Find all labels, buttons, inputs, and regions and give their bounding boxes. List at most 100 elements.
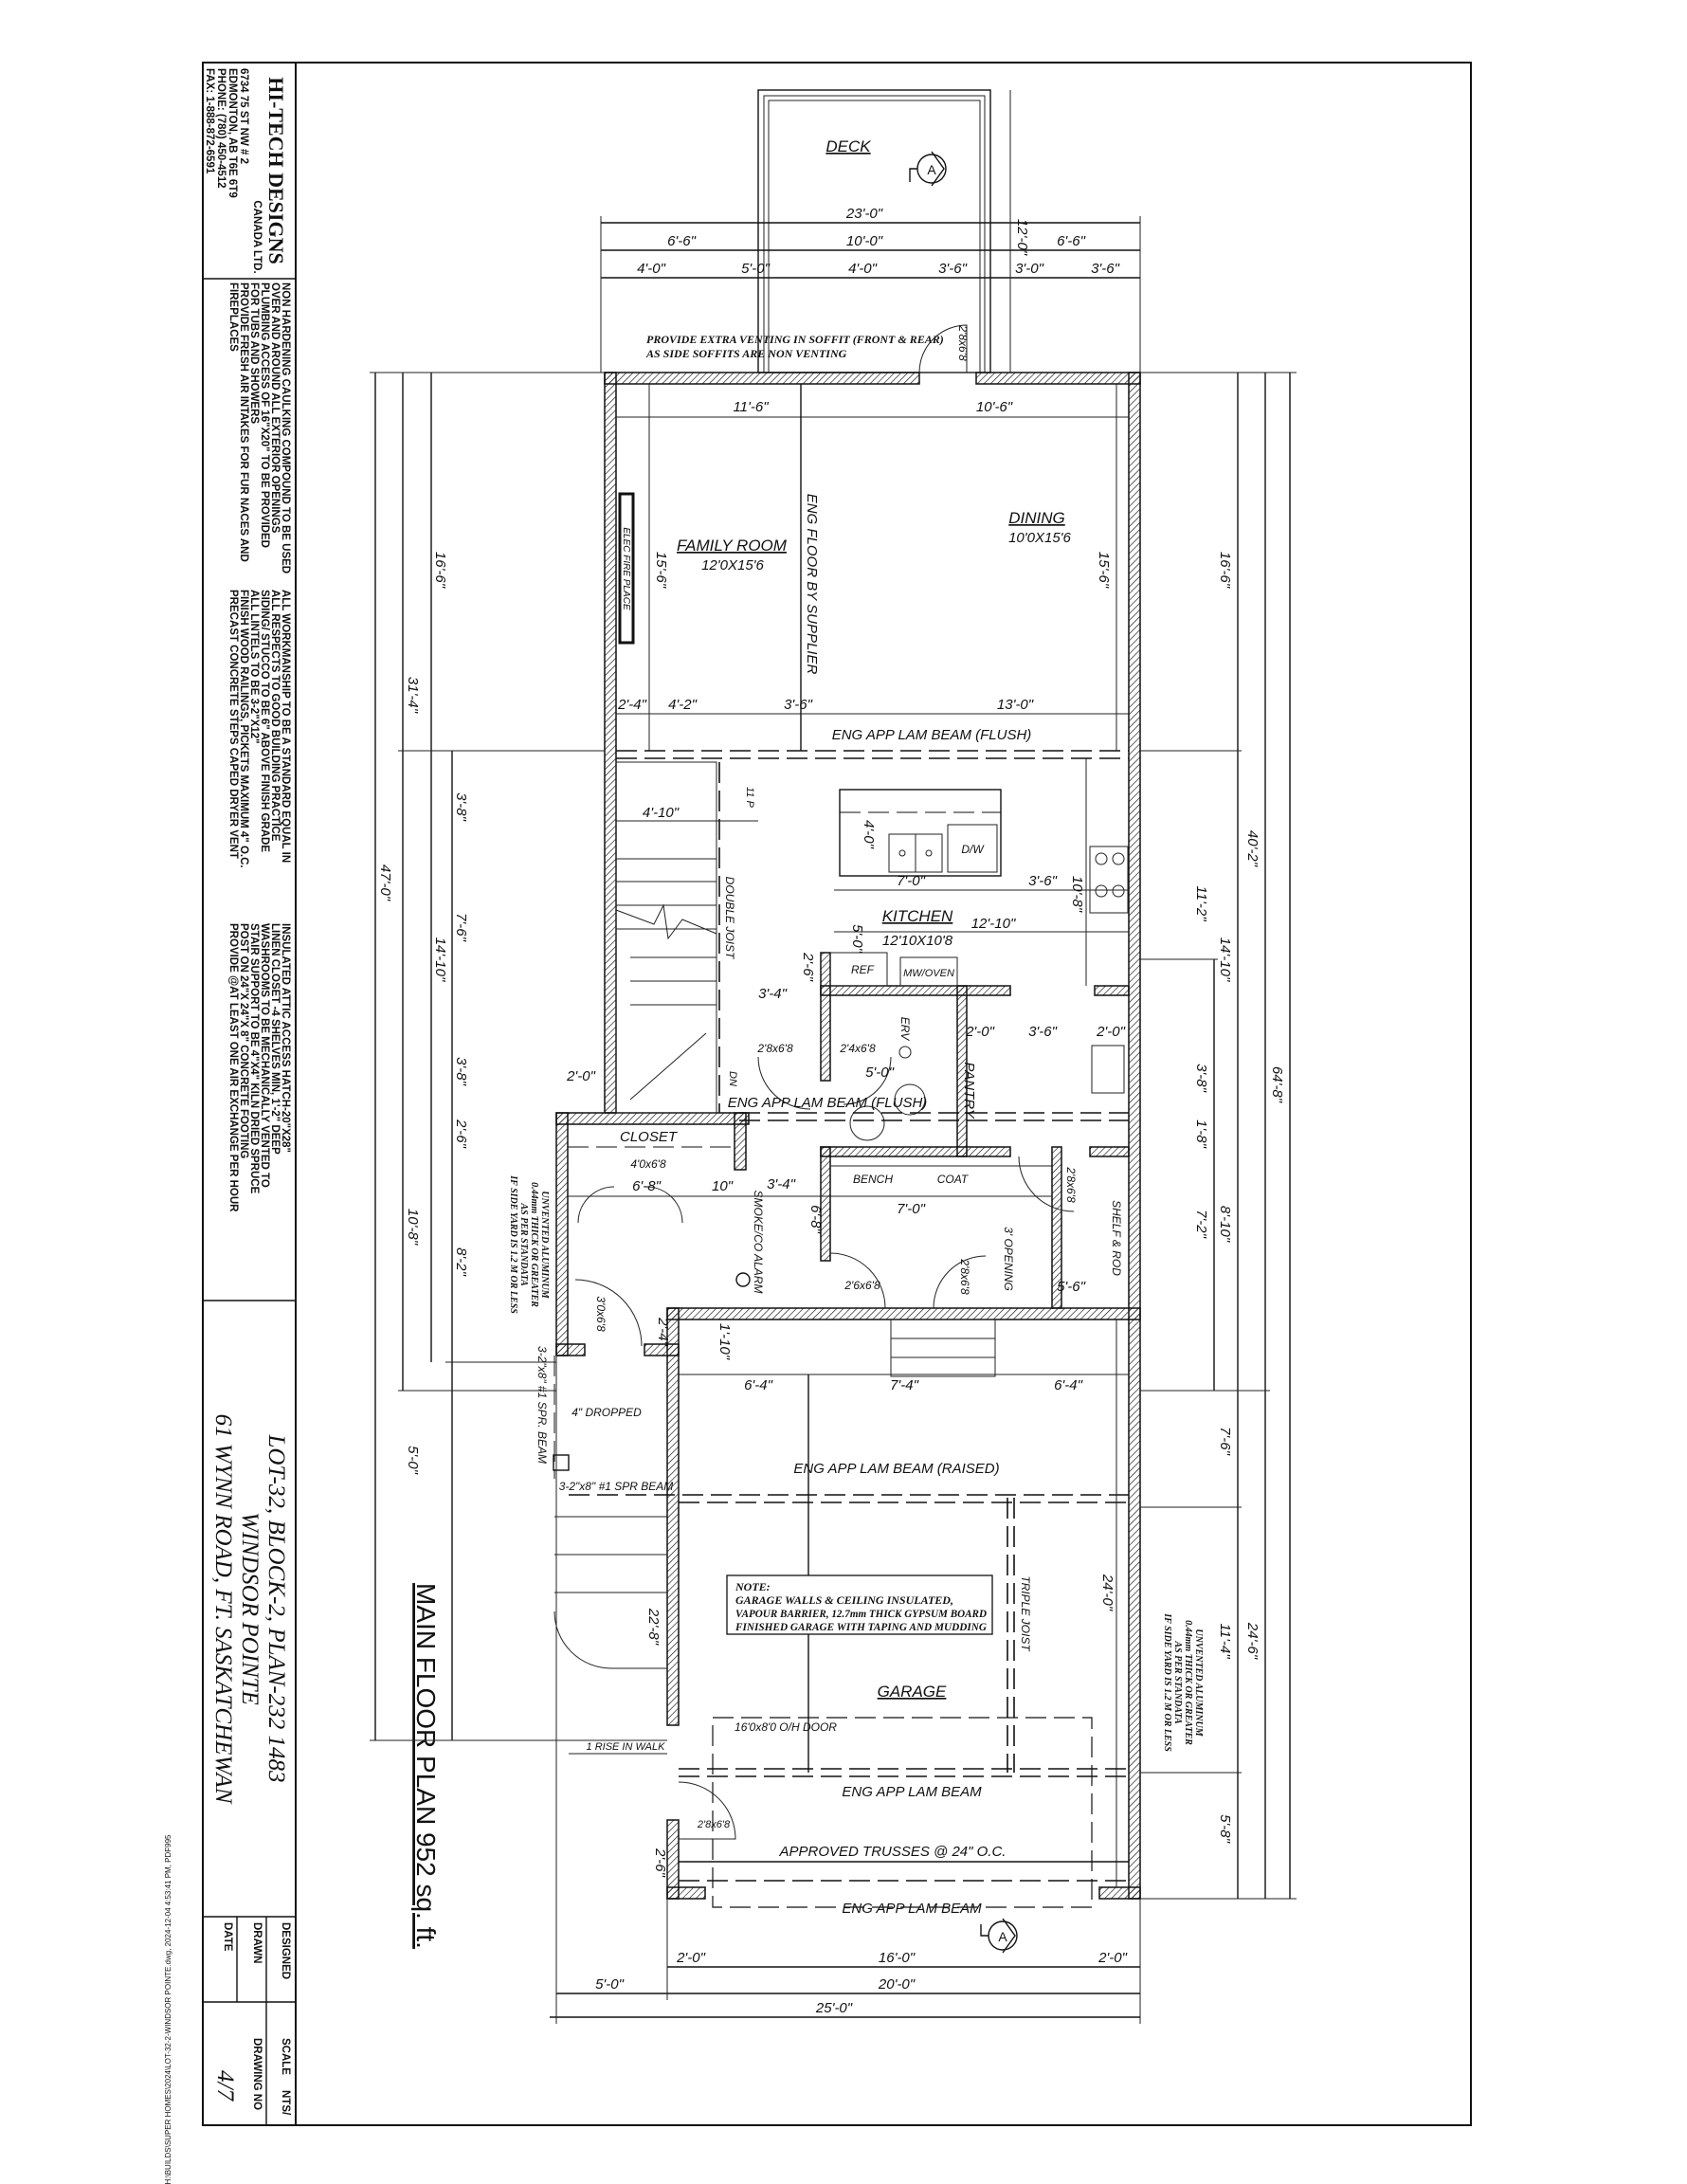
plan-label: 10'-8"	[405, 1209, 421, 1246]
lot-description: LOT-32, BLOCK-2, PLAN-232 1483	[263, 1434, 289, 1783]
room-kitchen: KITCHEN	[882, 907, 953, 925]
plan-label: 7'-6"	[453, 913, 469, 942]
plan-label: 10'-0"	[846, 233, 883, 249]
basin-icon	[849, 1105, 885, 1141]
plan-label: D/W	[961, 843, 985, 856]
plan-label: 4'-10"	[643, 805, 680, 821]
drawing-number: 4/7	[212, 2070, 238, 2102]
plan-label: ERV	[898, 1017, 912, 1041]
plan-label: 6'-4"	[744, 1377, 773, 1393]
plan-label: ENG FLOOR BY SUPPLIER	[804, 494, 820, 675]
toilet-icon	[894, 1083, 926, 1116]
plan-label: COAT	[937, 1173, 970, 1186]
plan-label: 3'-4"	[767, 1176, 796, 1192]
plan-label: AS PER STANDATA	[1172, 1640, 1183, 1724]
plan-label: 12'-10"	[971, 916, 1016, 932]
plan-label: ALL LINTELS TO BE 3-2"X12"	[248, 590, 260, 744]
firm-sub: CANADA LTD.	[251, 200, 263, 273]
plan-label: 10'-6"	[976, 399, 1013, 415]
interior-walls	[734, 952, 1130, 1309]
room-garage: GARAGE	[878, 1683, 947, 1701]
plan-label: ENG APP LAM BEAM (FLUSH)	[728, 1095, 928, 1111]
plan-label: 12'10X10'8	[882, 933, 953, 949]
plan-label: PRECAST CONCRETE STEPS CAPED DRYER VENT	[227, 590, 239, 859]
plan-label: 4" DROPPED	[571, 1406, 642, 1419]
plan-label: 3'0x6'8	[594, 1296, 608, 1332]
bottom-dimensions: 2'-0" 16'-0" 2'-0" 5'-0" 20'-0" 25'-0"	[550, 1356, 1141, 2024]
plan-label: 10'-8"	[1069, 876, 1085, 913]
plan-label: UNVENTED ALUMINUM	[539, 1191, 550, 1299]
plan-label: 5'-0"	[849, 924, 865, 954]
plan-label: POST ON 24"X 24"X 8" CONCRETE FOOTING	[238, 923, 249, 1158]
plan-label: 2'8x6'8	[958, 1258, 971, 1295]
firm-name: HI-TECH DESIGNS	[264, 77, 288, 264]
plan-label: 11'-2"	[1193, 885, 1209, 921]
plan-label: 16'-6"	[1217, 552, 1233, 589]
plan-label: 3-2"x8" #1 SPR BEAM	[559, 1480, 674, 1493]
plan-label: VAPOUR BARRIER, 12.7mm THICK GYPSUM BOAR…	[735, 1607, 987, 1620]
plan-label: NON HARDENING CAULKING COMPOUND TO BE US…	[280, 282, 291, 573]
side-note-unvented: UNVENTED ALUMINUM 0.44mm THICK OR GREATE…	[508, 1174, 550, 1314]
drawn-label: DRAWN	[251, 1922, 263, 1963]
plan-label: PROVIDE @AT LEAST ONE AIR EXCHANGE PER H…	[227, 923, 239, 1212]
plan-label: IF SIDE YARD IS 1.2 M OR LESS	[508, 1174, 518, 1314]
plan-label: 3'-6"	[1028, 873, 1058, 889]
file-path: H:\BUILDS\SUPER HOMES\2024\LOT-32-2-WIND…	[164, 1834, 172, 2184]
smoke-alarm-icon	[735, 1272, 751, 1287]
plan-label: TRIPLE JOIST	[1019, 1575, 1032, 1652]
plan-label: 2'-4"	[617, 697, 647, 713]
plan-label: ENG APP LAM BEAM	[842, 1784, 982, 1800]
plan-label: DECK	[825, 137, 871, 155]
title-block: HI-TECH DESIGNS CANADA LTD. 6734 75 ST N…	[202, 62, 297, 2126]
plan-label: 3'-4"	[758, 986, 788, 1002]
firm-fax: FAX: 1-888-872-6591	[204, 68, 215, 174]
left-dimensions: 47'-0" 31'-4" 16'-6" 14'-10" 3'-8" 7'-6"…	[370, 372, 667, 1741]
plan-label: 64'-8"	[1269, 1066, 1285, 1103]
plan-label: BENCH	[853, 1173, 893, 1186]
plan-label: 16'-0"	[879, 1950, 916, 1966]
fireplace	[618, 492, 635, 645]
plan-label: 16'-6"	[432, 552, 448, 589]
plan-label: 14'-10"	[1217, 937, 1233, 982]
plan-label: 2'-6"	[800, 952, 816, 982]
room-pantry: PANTRY	[961, 1062, 977, 1119]
plan-label: 13'-0"	[997, 697, 1034, 713]
plan-label: 14'-10"	[432, 937, 448, 982]
side-note-unvented: UNVENTED ALUMINUM 0.44mm THICK OR GREATE…	[1162, 1612, 1204, 1752]
plan-label: 2'4x6'8	[839, 1042, 876, 1055]
right-dimensions: 16'-6" 40'-2" 64'-8" 11'-2" 14'-10" 3'-8…	[1140, 372, 1297, 1900]
plan-label: 0.44mm THICK OR GREATER	[1183, 1620, 1193, 1745]
section-marker-icon: A	[980, 1918, 1018, 1954]
plan-label: 2'8x6'8	[756, 1042, 793, 1055]
plan-label: 10'0X15'6	[1008, 530, 1071, 546]
exterior-walls	[555, 372, 1141, 1900]
plan-label: 2'-0"	[965, 1024, 995, 1040]
date-label: DATE	[222, 1922, 233, 1952]
room-dining: DINING	[1008, 509, 1065, 527]
plan-label: 20'-0"	[878, 1976, 916, 1993]
plan-label: 6'-6"	[1057, 233, 1086, 249]
plan-label: 2'-0"	[1096, 1024, 1126, 1040]
plan-label: 4'-0"	[637, 261, 666, 277]
plan-label: ENG APP LAM BEAM	[842, 1901, 982, 1917]
plan-label: ALL WORKMANSHIP TO BE A STANDARD EQUAL I…	[280, 590, 291, 863]
plan-label: PROVIDE EXTRA VENTING IN SOFFIT (FRONT &…	[646, 333, 944, 346]
deck: DECK A	[757, 89, 991, 373]
room-family: FAMILY ROOM	[677, 537, 788, 555]
plan-label: AS PER STANDATA	[518, 1202, 529, 1286]
plan-label: DN	[727, 1071, 738, 1086]
plan-label: 10"	[712, 1178, 734, 1194]
plan-label: OVER AND AROUND ALL EXTERIOR OPENINGS	[269, 282, 281, 534]
plan-label: 3'-8"	[453, 792, 469, 822]
plan-label: SMOKE/CO ALARM	[752, 1191, 765, 1294]
dishwasher	[947, 824, 998, 873]
plan-label: 3'-6"	[1028, 1024, 1058, 1040]
plan-label: 3'-6"	[784, 697, 813, 713]
plan-label: 1'-10"	[717, 1323, 733, 1360]
overhead-door	[712, 1717, 1093, 1908]
general-notes: NON HARDENING CAULKING COMPOUND TO BE US…	[227, 282, 291, 1212]
plan-label: 4'-0"	[848, 261, 878, 277]
garage: 6'-4" 7'-4" 6'-4" 4" DROPPED 3-2"x8" #1 …	[535, 1319, 1204, 1954]
plan-label: GARAGE WALLS & CEILING INSULATED,	[735, 1593, 953, 1607]
top-dimensions: 23'-0" 6'-6" 10'-0" 6'-6" 4'-0" 5'-0" 4'…	[600, 90, 1141, 373]
